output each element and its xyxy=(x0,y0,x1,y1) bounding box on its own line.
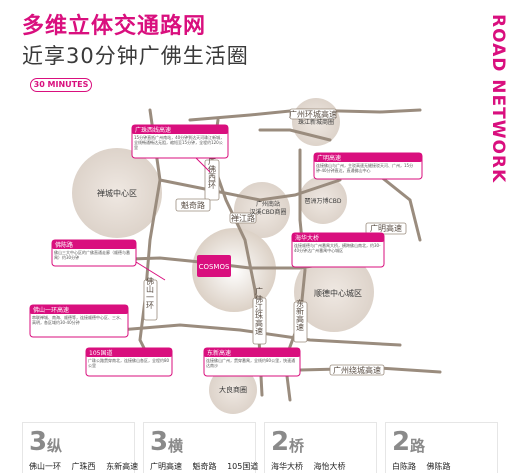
summary-unit: 纵 xyxy=(47,437,63,455)
summary-item: 广珠西 xyxy=(71,462,96,471)
summary-item: 东新高速 xyxy=(106,462,139,471)
callout-5-title: 佛山一环高速 xyxy=(33,306,69,314)
road-tag-foshan-yihuan xyxy=(143,279,158,321)
project-marker: COSMOS xyxy=(197,255,231,277)
road-label-ring: 广州环城高速 xyxy=(289,109,337,119)
road-label-chanjiang-2: 禅江路 xyxy=(231,213,255,223)
road-label-gfjz: 广佛江珠高速 xyxy=(255,286,264,336)
callout-1-title: 广珠西线高速 xyxy=(135,126,171,134)
summary-strip: 3 纵 佛山一环 广珠西 东新高速 3 横 广明高速 魁奇路 105国道 2 桥… xyxy=(22,422,500,473)
callout-2-title: 广明高速 xyxy=(317,154,341,162)
district-circle-chancheng xyxy=(72,148,162,238)
road-tag-gfjz xyxy=(252,297,267,345)
summary-card-roads: 2 路 白陈路 佛陈路 xyxy=(385,422,498,473)
summary-unit: 横 xyxy=(168,437,184,455)
callout-foshan-yihuan: 佛山一环高速 串联禅城、南海、顺德等，连接顺德中心区、三水、高明，各区域约30-… xyxy=(29,304,129,338)
summary-item: 佛陈路 xyxy=(426,462,451,471)
callout-7-body: 连接佛山广州，贯穿番禺，全线约80公里，快速通达南沙 xyxy=(206,358,296,368)
callout-105: 105国道 广珠公路贯穿南北，连接佛山各区，全程约80公里 xyxy=(85,347,173,377)
summary-items: 佛山一环 广珠西 东新高速 xyxy=(29,461,146,472)
road-label-guangzhu-west: 广佛西环 xyxy=(208,156,217,190)
summary-item: 海怡大桥 xyxy=(313,462,346,471)
callout-7-title: 东新高速 xyxy=(207,349,231,357)
side-title: ROAD NETWORK xyxy=(488,14,508,184)
callout-fochen: 佛陈路 佛山三大中心区的广佛直通走廊（顺德与番禺）约30分钟 xyxy=(51,239,166,281)
district-circle-shunde xyxy=(294,252,374,332)
callout-haihua: 海华大桥 连接顺德与广州番禺大桥，横跨佛山南北，约30-40分钟达广州番禺中心城… xyxy=(291,232,385,268)
label-guangzhou-south-2: 汉溪CBD商圈 xyxy=(250,208,287,216)
callout-4-title: 海华大桥 xyxy=(295,234,319,242)
page-subtitle: 近享30分钟广佛生活圈 xyxy=(22,44,249,68)
label-chancheng: 禅城中心区 xyxy=(97,188,137,198)
summary-card-vertical: 3 纵 佛山一环 广珠西 东新高速 xyxy=(22,422,138,473)
road-tag-guanghui xyxy=(329,364,385,376)
page-title: 多维立体交通路网 xyxy=(22,14,207,39)
callout-6-title: 105国道 xyxy=(89,349,112,357)
summary-num: 2 xyxy=(271,427,290,457)
minutes-badge: 30 MINUTES xyxy=(30,78,92,92)
callout-5-body: 串联禅城、南海、顺德等，连接顺德中心区、三水、高明，各区域约30-40分钟 xyxy=(32,315,124,325)
summary-items: 白陈路 佛陈路 xyxy=(392,461,459,472)
callout-guangming: 广明高速 连接佛山与广州，主驳高速无缝接驳天河、广州，15分钟-40分钟直达，直… xyxy=(313,152,423,180)
summary-item: 佛山一环 xyxy=(29,462,61,471)
district-circle-dali xyxy=(209,366,257,414)
callout-4-body: 连接顺德与广州番禺大桥，横跨佛山南北，约30-40分钟达广州番禺中心城区 xyxy=(294,243,381,253)
road-tag-guangming xyxy=(365,222,407,235)
summary-num: 3 xyxy=(150,427,169,457)
road-label-guangming: 广明高速 xyxy=(370,223,402,233)
summary-item: 广明高速 xyxy=(150,462,182,471)
callout-guangzhu-west: 广珠西线高速 15分钟直抵广州南站，40分钟到达天河珠江新城，全线畅通畅达无阻，… xyxy=(131,124,229,173)
callout-6-body: 广珠公路贯穿南北，连接佛山各区，全程约80公里 xyxy=(88,358,170,368)
callout-dongxin: 东新高速 连接佛山广州，贯穿番禺，全线约80公里，快速通达南沙 xyxy=(203,347,301,377)
road-guangming xyxy=(158,178,342,202)
summary-unit: 路 xyxy=(410,437,426,455)
callout-3-title: 佛陈路 xyxy=(55,241,73,249)
label-pazhou: 琶洲万博CBD xyxy=(305,197,342,205)
road-tag-dongxin xyxy=(293,301,308,343)
road-label-dongxin: 东新高速 xyxy=(296,298,305,332)
label-zhujiang: 珠江新城商圈 xyxy=(298,118,334,126)
summary-num: 3 xyxy=(29,427,48,457)
road-tag-ring xyxy=(289,108,337,120)
callout-1-body: 15分钟直抵广州南站，40分钟到达天河珠江新城，全线畅通畅达无阻，缩短至15分钟… xyxy=(134,135,225,150)
road-tag-chanjiang xyxy=(175,198,211,212)
summary-item: 白陈路 xyxy=(392,462,416,471)
summary-items: 广明高速 魁奇路 105国道 xyxy=(150,461,266,472)
summary-item: 魁奇路 xyxy=(192,462,217,471)
callout-3-body: 佛山三大中心区的广佛直通走廊（顺德与番禺）约30分钟 xyxy=(54,250,130,260)
label-dali: 大良商圈 xyxy=(219,385,247,394)
label-guangzhou-south: 广州南站 xyxy=(256,200,280,208)
road-foshan-yihuan xyxy=(138,108,162,362)
district-circle-pazhou xyxy=(299,176,347,224)
summary-items: 海华大桥 海怡大桥 xyxy=(271,461,354,472)
district-circle-guangzhou-south xyxy=(234,182,290,238)
road-label-foshan-yihuan: 佛山一环 xyxy=(146,276,155,310)
summary-item: 海华大桥 xyxy=(271,462,303,471)
summary-card-bridges: 2 桥 海华大桥 海怡大桥 xyxy=(264,422,377,473)
summary-unit: 桥 xyxy=(289,437,305,455)
summary-item: 105国道 xyxy=(227,462,259,471)
road-105 xyxy=(118,323,402,347)
summary-card-horizontal: 3 横 广明高速 魁奇路 105国道 xyxy=(143,422,258,473)
callout-2-body: 连接佛山与广州，主驳高速无缝接驳天河、广州，15分钟-40分钟直达，直通佛山中心 xyxy=(316,163,414,173)
road-label-guanghui: 广州绕城高速 xyxy=(333,365,381,375)
road-label-chanjiang: 魁奇路 xyxy=(181,200,205,210)
label-shunde: 顺德中心城区 xyxy=(314,288,362,298)
road-ne xyxy=(258,128,332,142)
summary-num: 2 xyxy=(392,427,411,457)
road-tag-chanjiang-2 xyxy=(229,212,257,224)
road-network-map: 广佛西环 魁奇路 佛山一环 广佛江珠高速 东新高速 广明高速 广州环城高速 广州… xyxy=(29,98,442,414)
project-name: COSMOS xyxy=(199,263,230,271)
